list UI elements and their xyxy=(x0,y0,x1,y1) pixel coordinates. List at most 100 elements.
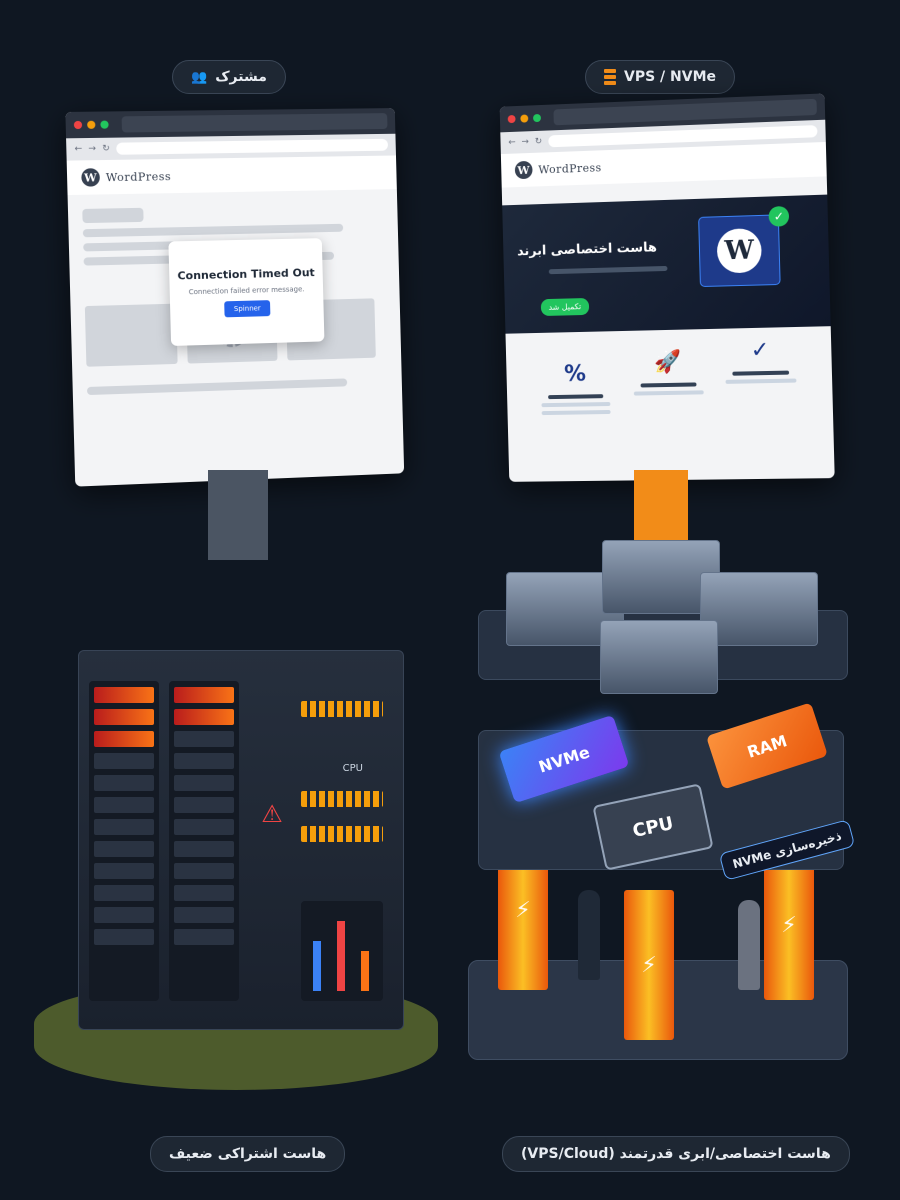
feature-line xyxy=(541,402,611,408)
rack-slot xyxy=(94,841,154,857)
fast-site-browser: ← → ↻ W WordPress هاست اختصاصی ابرند تکم… xyxy=(499,93,835,482)
close-dot-icon xyxy=(73,120,83,130)
vps-platform: ⚡ ⚡ ⚡ NVMe RAM CPU ذخیره‌سازی NVMe xyxy=(468,640,856,1060)
rack-slot xyxy=(94,753,154,769)
rack-slot xyxy=(174,753,234,769)
cpu-label: CPU xyxy=(342,763,363,774)
wordpress-card: W xyxy=(698,214,781,288)
load-meter xyxy=(301,701,383,717)
server-stack-icon xyxy=(604,69,616,85)
timeout-title: Connection Timed Out xyxy=(177,265,315,282)
reload-icon: ↻ xyxy=(534,136,543,147)
load-meter xyxy=(301,826,383,842)
rack-slot xyxy=(94,885,154,901)
back-arrow-icon: ← xyxy=(74,144,83,155)
weak-shared-host-label: هاست اشتراکی ضعیف xyxy=(150,1136,346,1172)
feature-bar xyxy=(640,382,697,388)
back-arrow-icon: ← xyxy=(508,137,516,148)
rocket-icon: 🚀 xyxy=(653,349,682,376)
rack-slot xyxy=(94,775,154,791)
rack-slot xyxy=(94,907,154,923)
powerful-host-text: هاست اختصاصی/ابری قدرتمند (VPS/Cloud) xyxy=(521,1146,831,1162)
minimize-dot-icon xyxy=(87,120,96,129)
close-dot-icon xyxy=(507,114,516,124)
shared-server-stand xyxy=(208,470,268,560)
skeleton-line xyxy=(82,223,344,238)
wordpress-big-icon: W xyxy=(716,228,763,274)
skeleton-card xyxy=(84,303,178,367)
hero-subtitle-line xyxy=(548,265,668,275)
technician-figure xyxy=(738,900,760,990)
technician-figure xyxy=(578,890,600,980)
rack-slot xyxy=(94,797,154,813)
vps-label-text: VPS / NVMe xyxy=(624,69,717,85)
overloaded-server-rack: ⚠ CPU xyxy=(78,650,404,1030)
rack-slot-overheated xyxy=(174,709,234,725)
rack-column xyxy=(89,681,159,1001)
rack-slot-overheated xyxy=(174,687,234,703)
forward-arrow-icon: → xyxy=(88,143,97,155)
vps-nvme-label: VPS / NVMe xyxy=(585,60,736,94)
rack-slot xyxy=(94,929,154,945)
feature-line xyxy=(541,409,611,416)
rack-slot xyxy=(94,863,154,879)
shared-hosting-label: 👥 مشترک xyxy=(172,60,286,94)
powerful-vps-label: هاست اختصاصی/ابری قدرتمند (VPS/Cloud) xyxy=(502,1136,850,1172)
wordpress-logo-text: WordPress xyxy=(538,160,602,176)
hero-section: هاست اختصاصی ابرند تکمیل شد W ✓ xyxy=(502,194,831,334)
minimize-dot-icon xyxy=(520,114,529,123)
complete-button[interactable]: تکمیل شد xyxy=(540,297,590,317)
timeout-modal: Connection Timed Out Connection failed e… xyxy=(168,238,325,346)
rack-slot xyxy=(94,819,154,835)
skeleton-line xyxy=(86,378,348,396)
check-badge-icon: ✓ xyxy=(768,205,790,227)
power-pillar: ⚡ xyxy=(624,890,674,1040)
rack-slot xyxy=(174,731,234,747)
feature-line xyxy=(633,390,704,396)
load-meter xyxy=(301,791,383,807)
url-field xyxy=(115,138,389,155)
feature-percent: % xyxy=(536,361,616,419)
wordpress-mark-icon: W xyxy=(514,160,533,180)
rack-slot xyxy=(174,885,234,901)
timeout-subtitle: Connection failed error message. xyxy=(188,284,305,296)
gauge-panel xyxy=(301,901,383,1001)
rack-slot xyxy=(174,929,234,945)
feature-check: ✓ xyxy=(719,337,801,388)
shared-label-text: مشترک xyxy=(215,69,267,85)
forward-arrow-icon: → xyxy=(521,137,530,148)
browser-tab xyxy=(121,113,388,133)
level-bar xyxy=(337,921,345,991)
warning-triangle-icon: ⚠ xyxy=(261,800,283,828)
feature-bar xyxy=(732,370,790,376)
rack-slot xyxy=(174,907,234,923)
hero-title: هاست اختصاصی ابرند xyxy=(516,240,658,260)
spinner-button[interactable]: Spinner xyxy=(223,299,271,317)
feature-rocket: 🚀 xyxy=(628,349,709,400)
skeleton-heading xyxy=(82,207,144,224)
rack-slot xyxy=(174,863,234,879)
server-unit xyxy=(600,620,718,694)
rack-slot xyxy=(174,841,234,857)
percent-icon: % xyxy=(563,361,587,387)
slow-site-browser: ← → ↻ W WordPress Connection Timed Out C… xyxy=(65,108,405,487)
users-icon: 👥 xyxy=(191,69,208,85)
feature-line xyxy=(725,378,797,384)
rack-slot-overheated xyxy=(94,731,154,747)
maximize-dot-icon xyxy=(532,113,542,123)
level-bar xyxy=(361,951,369,991)
maximize-dot-icon xyxy=(100,120,109,129)
rack-slot-overheated xyxy=(94,709,154,725)
server-unit xyxy=(700,572,818,646)
wordpress-logo: W WordPress xyxy=(66,155,397,196)
weak-host-text: هاست اشتراکی ضعیف xyxy=(169,1146,327,1162)
power-pillar: ⚡ xyxy=(764,850,814,1000)
reload-icon: ↻ xyxy=(102,143,111,154)
feature-bar xyxy=(548,394,604,400)
wordpress-logo-text: WordPress xyxy=(105,169,172,184)
level-bar xyxy=(313,941,321,991)
rack-slot xyxy=(174,775,234,791)
rack-slot-overheated xyxy=(94,687,154,703)
rack-column xyxy=(169,681,239,1001)
